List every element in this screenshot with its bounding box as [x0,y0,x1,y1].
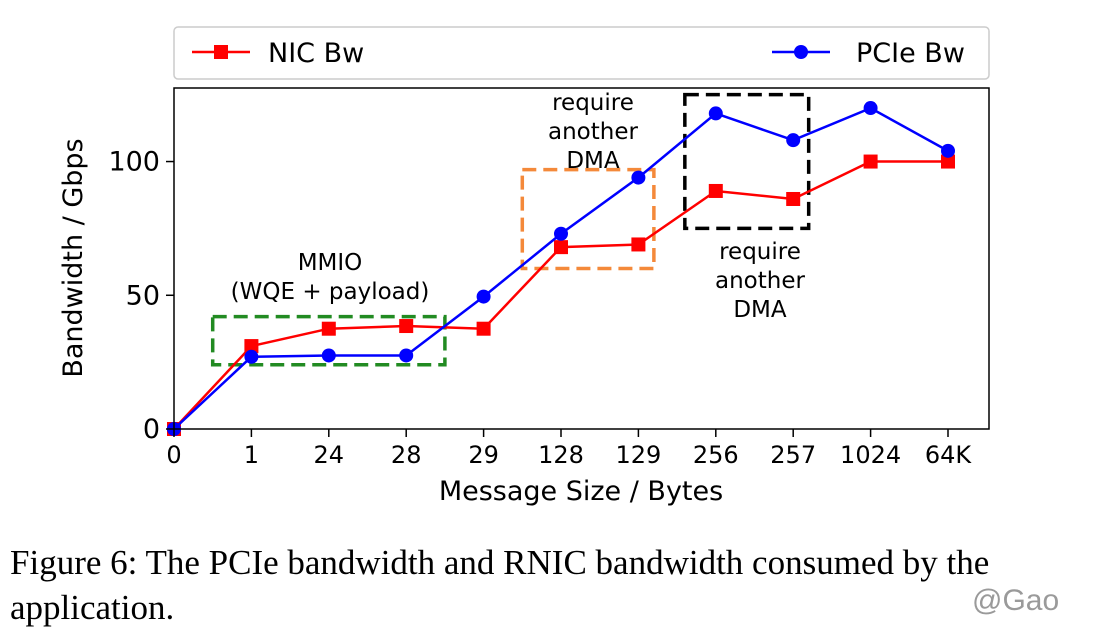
data-point-pcie-bw [863,101,878,116]
y-axis-label: Bandwidth / Gbps [58,138,89,377]
x-tick-label: 257 [770,441,816,469]
annotations: MMIO(WQE + payload)requireanotherDMArequ… [210,90,811,367]
series [167,101,955,436]
plot-frame [173,87,990,430]
annotation-label-mmio: (WQE + payload) [231,279,430,305]
data-point-pcie-bw [941,143,955,158]
legend-swatch-nic-bw-marker [214,45,228,59]
data-point-pcie-bw [708,106,723,121]
annotation-box-mmio [210,314,447,367]
x-tick-label: 0 [166,441,181,469]
x-tick-label: 24 [314,441,345,469]
data-point-nic-bw [554,240,568,255]
annotation-box-dma-128 [520,167,656,271]
data-point-nic-bw [786,191,801,206]
y-axis: 0 50 100 [108,147,174,445]
annotation-label-dma-128: require [552,90,634,116]
legend-swatch-pcie-bw-marker [794,45,808,59]
y-tick-label: 0 [143,414,160,445]
x-tick-label: 64K [925,441,973,469]
x-tick-label: 1 [244,441,259,469]
x-tick-label: 1024 [840,441,901,469]
data-point-nic-bw [321,321,336,336]
line-chart: NIC Bw PCIe Bw MMIO (WQE + payload) requir… [58,26,990,507]
y-tick-label: 100 [108,147,160,178]
legend-label-nic-bw: NIC Bw [268,38,364,69]
data-point-pcie-bw [244,349,259,364]
annotation-label-dma-256: require [719,239,801,265]
data-point-nic-bw [476,321,491,336]
data-point-nic-bw [399,319,414,334]
x-tick-label: 29 [468,441,499,469]
annotation-box-dma-256 [683,92,811,231]
annotation-label-dma-256: another [715,268,805,294]
data-point-nic-bw [863,154,878,169]
annotation-label-dma-128: another [548,119,638,145]
data-point-nic-bw [244,339,259,354]
data-point-pcie-bw [321,348,336,363]
annotation-label-dma-256: DMA [733,297,787,323]
figure-caption: Figure 6: The PCIe bandwidth and RNIC ba… [10,543,990,627]
x-tick-label: 129 [615,441,661,469]
data-point-nic-bw [708,183,723,198]
legend: NIC Bw PCIe Bw [173,26,990,80]
data-point-pcie-bw [554,226,568,241]
x-axis: 0 1 24 28 29 128 129 256 257 1024 64K [166,429,972,469]
x-axis-label: Message Size / Bytes [439,476,723,507]
data-point-pcie-bw [631,170,646,185]
legend-frame [173,26,990,80]
watermark: @Gao [972,584,1060,617]
annotation-label-dma-128: DMA [566,148,620,174]
data-point-pcie-bw [399,348,414,363]
data-point-nic-bw [941,154,955,169]
x-tick-label: 28 [391,441,422,469]
annotation-label-mmio: MMIO [298,250,363,276]
data-point-pcie-bw [476,289,491,304]
x-tick-label: 128 [538,441,584,469]
data-point-pcie-bw [786,133,801,148]
data-point-nic-bw [631,237,646,252]
y-tick-label: 50 [126,280,160,311]
x-tick-label: 256 [693,441,739,469]
legend-label-pcie-bw: PCIe Bw [856,38,965,69]
